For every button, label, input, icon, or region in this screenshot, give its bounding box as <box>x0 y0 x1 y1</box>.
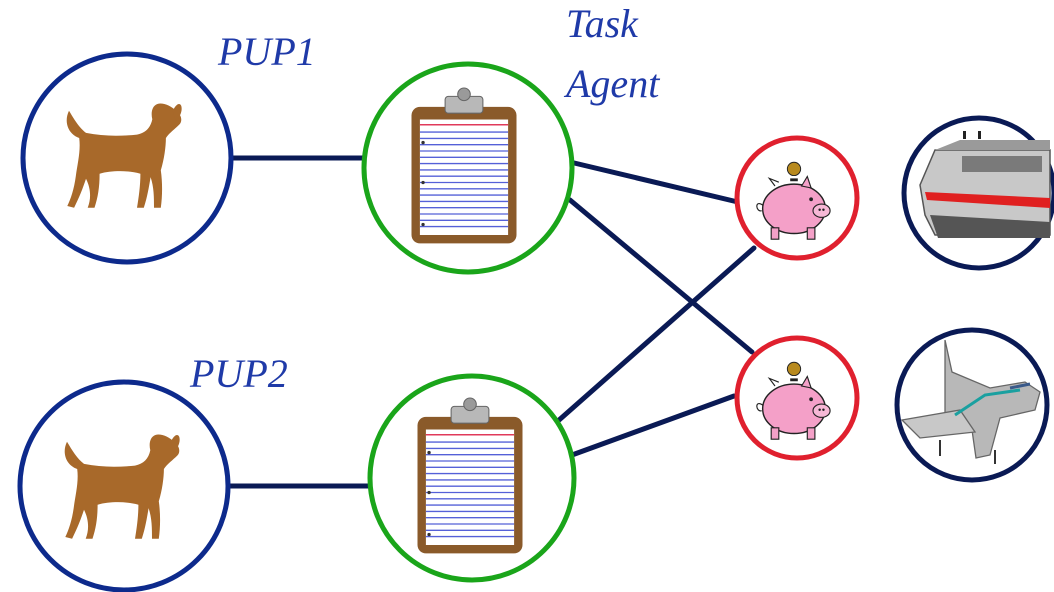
link-agent2-bank2 <box>569 393 737 458</box>
train-icon <box>919 131 1051 238</box>
link-agent1-bank1 <box>567 159 745 206</box>
agent2-node[interactable] <box>367 373 577 583</box>
pup1-node[interactable] <box>20 51 234 265</box>
bank1-node[interactable] <box>734 135 860 261</box>
clipboard-icon <box>416 397 524 555</box>
bank2-node[interactable] <box>734 335 860 461</box>
link-agent1-bank2 <box>567 197 755 355</box>
agent1-node[interactable] <box>361 61 575 275</box>
airplane-icon <box>900 339 1041 464</box>
plane-node[interactable] <box>894 327 1050 483</box>
pup1-label: PUP1 <box>218 29 316 74</box>
train-node[interactable] <box>901 115 1054 271</box>
link-agent2-bank1 <box>547 245 757 431</box>
task-agent-label-line1: Task <box>566 1 638 46</box>
pup2-label: PUP2 <box>190 351 288 396</box>
pup2-node[interactable] <box>17 379 231 592</box>
links <box>225 155 757 489</box>
clipboard-icon <box>410 87 518 245</box>
task-agent-label-line2: Agent <box>566 61 660 106</box>
